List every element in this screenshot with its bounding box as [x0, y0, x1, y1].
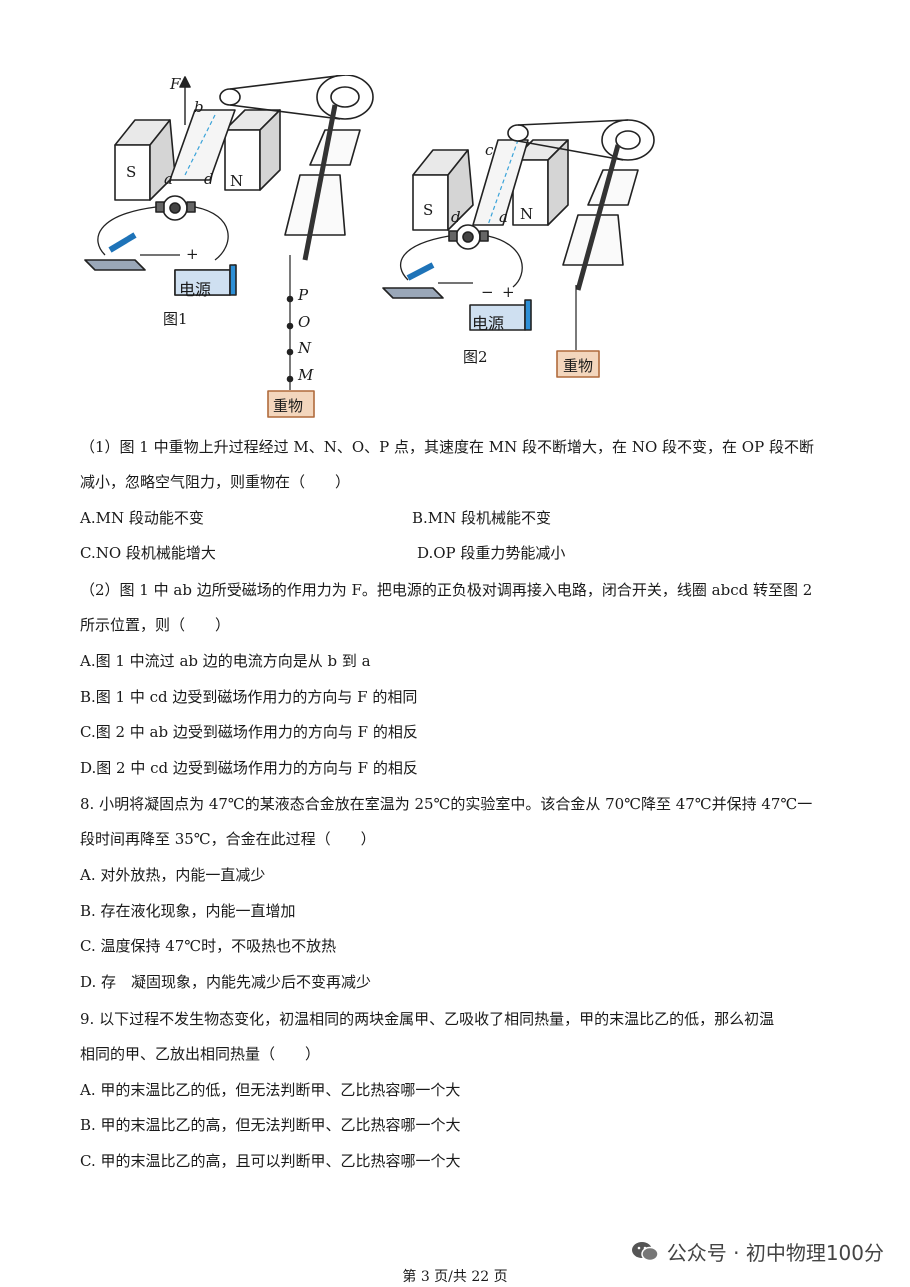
battery-minus-2: − — [481, 283, 494, 301]
power-label-2: 电源 — [472, 314, 505, 333]
q7-2-stem-line-2: 所示位置，则（ ） — [80, 616, 231, 634]
q8-stem-line-2: 段时间再降至 35℃，合金在此过程（ ） — [80, 830, 376, 848]
point-o: O — [298, 313, 311, 331]
point-p: P — [298, 286, 309, 304]
force-label: F — [170, 75, 181, 93]
battery-plus-2: + — [502, 283, 515, 301]
q9-option-b: B. 甲的末温比乙的高，但无法判断甲、乙比热容哪一个大 — [80, 1116, 461, 1134]
magnet-s-label-2: S — [423, 201, 434, 219]
q7-1-stem-line-2: 减小，忽略空气阻力，则重物在（ ） — [80, 473, 351, 491]
q7-2-stem-line-1: （2）图 1 中 ab 边所受磁场的作用力为 F。把电源的正负极对调再接入电路，… — [80, 581, 813, 599]
q8-option-b: B. 存在液化现象，内能一直增加 — [80, 902, 296, 920]
coil-label-b: b — [194, 98, 204, 116]
power-label: 电源 — [179, 280, 212, 299]
q8-option-a: A. 对外放热，内能一直减少 — [80, 866, 266, 884]
magnet-n-label-2: N — [520, 205, 534, 223]
q7-1-stem-line-1: （1）图 1 中重物上升过程经过 M、N、O、P 点，其速度在 MN 段不断增大… — [80, 438, 814, 456]
figure-1-caption: 图1 — [163, 310, 188, 328]
q9-stem-line-1: 9. 以下过程不发生物态变化，初温相同的两块金属甲、乙吸收了相同热量，甲的末温比… — [80, 1010, 775, 1028]
magnet-s-label: S — [126, 163, 137, 181]
point-m: M — [298, 366, 314, 384]
weight-label-1: 重物 — [273, 397, 304, 415]
q7-2-option-c: C.图 2 中 ab 边受到磁场作用力的方向与 F 的相反 — [80, 723, 418, 741]
point-n: N — [298, 339, 312, 357]
q9-option-c: C. 甲的末温比乙的高，且可以判断甲、乙比热容哪一个大 — [80, 1152, 461, 1170]
coil-label-a-2: a — [499, 208, 508, 226]
page-footer: 第 3 页/共 22 页 — [402, 1269, 508, 1285]
q7-1-option-a: A.MN 段动能不变 — [80, 509, 204, 527]
q7-2-option-b: B.图 1 中 cd 边受到磁场作用力的方向与 F 的相同 — [80, 688, 418, 706]
figure-2-caption: 图2 — [463, 348, 488, 366]
figure-2 — [382, 119, 655, 378]
q7-1-option-b: B.MN 段机械能不变 — [412, 509, 552, 527]
q7-1-option-c: C.NO 段机械能增大 — [80, 544, 216, 562]
coil-label-d: d — [204, 170, 214, 188]
q9-option-a: A. 甲的末温比乙的低，但无法判断甲、乙比热容哪一个大 — [80, 1081, 461, 1099]
q9-stem-line-2: 相同的甲、乙放出相同热量（ ） — [80, 1045, 321, 1063]
q8-option-d: D. 存 凝固现象，内能先减少后不变再减少 — [80, 973, 372, 991]
q8-option-c: C. 温度保持 47℃时，不吸热也不放热 — [80, 937, 337, 955]
coil-label-c: c — [485, 141, 494, 159]
watermark: 公众号 · 初中物理100分 — [631, 1237, 884, 1266]
q7-2-option-a: A.图 1 中流过 ab 边的电流方向是从 b 到 a — [80, 652, 371, 670]
figure-1 — [84, 75, 374, 418]
weight-label-2: 重物 — [563, 357, 594, 375]
q7-1-option-d: D.OP 段重力势能减小 — [417, 544, 566, 562]
magnet-n-label: N — [230, 172, 244, 190]
coil-label-a: a — [164, 170, 173, 188]
watermark-text: 公众号 · 初中物理100分 — [666, 1241, 884, 1265]
coil-label-d-2: d — [451, 208, 461, 226]
wechat-icon — [631, 1241, 659, 1261]
battery-plus: + — [186, 245, 199, 263]
q8-stem-line-1: 8. 小明将凝固点为 47℃的某液态合金放在室温为 25℃的实验室中。该合金从 … — [80, 795, 813, 813]
q7-2-option-d: D.图 2 中 cd 边受到磁场作用力的方向与 F 的相反 — [80, 759, 418, 777]
